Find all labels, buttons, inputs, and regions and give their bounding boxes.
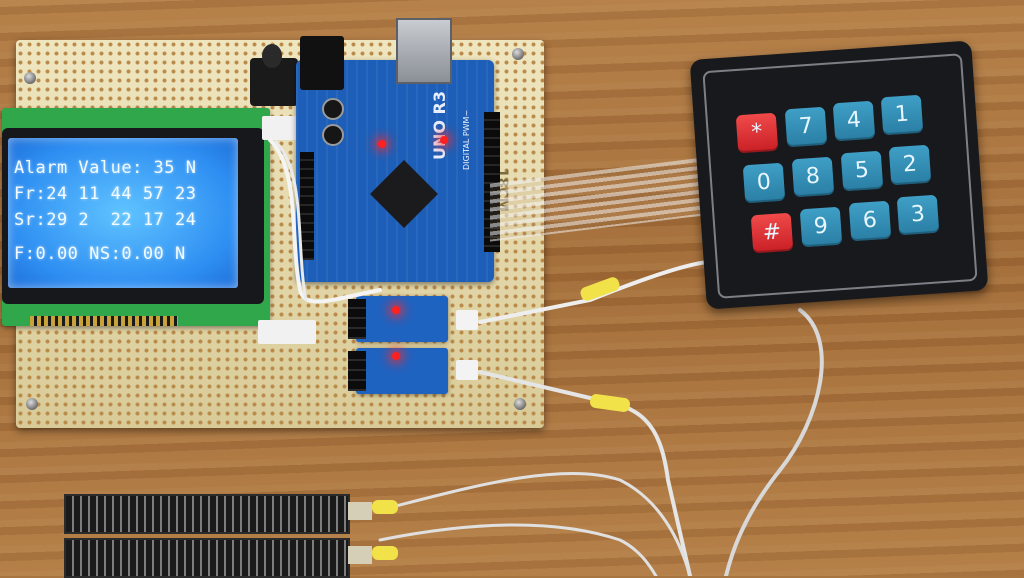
flex-sensor-tab xyxy=(348,546,372,564)
lcd-line-force: F:0.00 NS:0.00 N xyxy=(14,244,186,264)
key-0[interactable]: 0 xyxy=(742,162,786,204)
key-2[interactable]: 2 xyxy=(888,144,932,186)
key-5[interactable]: 5 xyxy=(840,150,884,192)
flex-sensor xyxy=(64,494,350,534)
jst-connector xyxy=(456,360,478,380)
led-red xyxy=(378,140,386,148)
key-star[interactable]: * xyxy=(735,112,779,154)
arduino-board xyxy=(296,60,494,282)
lcd-line-sr: Sr:29 2 22 17 24 xyxy=(14,210,197,230)
capacitor xyxy=(322,98,344,120)
hx711-module xyxy=(356,296,448,342)
capacitor xyxy=(322,124,344,146)
potentiometer-knob xyxy=(262,44,282,68)
key-4[interactable]: 4 xyxy=(832,100,876,142)
arduino-header xyxy=(300,152,314,260)
lcd-connector xyxy=(258,320,316,344)
key-1[interactable]: 1 xyxy=(880,94,924,136)
screw xyxy=(512,48,524,60)
yellow-sleeve xyxy=(372,546,398,560)
led-red xyxy=(392,306,400,314)
lcd-screen: Alarm Value: 35 N Fr:24 11 44 57 23 Sr:2… xyxy=(8,138,238,288)
flex-sensor xyxy=(64,538,350,578)
led-red xyxy=(392,352,400,360)
dc-power-jack xyxy=(300,36,344,90)
hx711-pins xyxy=(348,299,366,339)
key-6[interactable]: 6 xyxy=(848,200,892,242)
hx711-module xyxy=(356,348,448,394)
screw xyxy=(24,72,36,84)
led-red xyxy=(440,136,448,144)
lcd-pin-header xyxy=(30,316,178,326)
key-7[interactable]: 7 xyxy=(784,106,828,148)
flex-sensor-tab xyxy=(348,502,372,520)
lcd-line-alarm: Alarm Value: 35 N xyxy=(14,158,197,178)
key-8[interactable]: 8 xyxy=(791,156,835,198)
usb-connector xyxy=(396,18,452,84)
screw xyxy=(26,398,38,410)
key-9[interactable]: 9 xyxy=(799,206,843,248)
lcd-connector xyxy=(262,116,302,140)
screw xyxy=(514,398,526,410)
jst-connector xyxy=(456,310,478,330)
hx711-pins xyxy=(348,351,366,391)
yellow-sleeve xyxy=(372,500,398,514)
key-hash[interactable]: # xyxy=(750,212,794,254)
lcd-line-fr: Fr:24 11 44 57 23 xyxy=(14,184,197,204)
key-3[interactable]: 3 xyxy=(896,194,940,236)
